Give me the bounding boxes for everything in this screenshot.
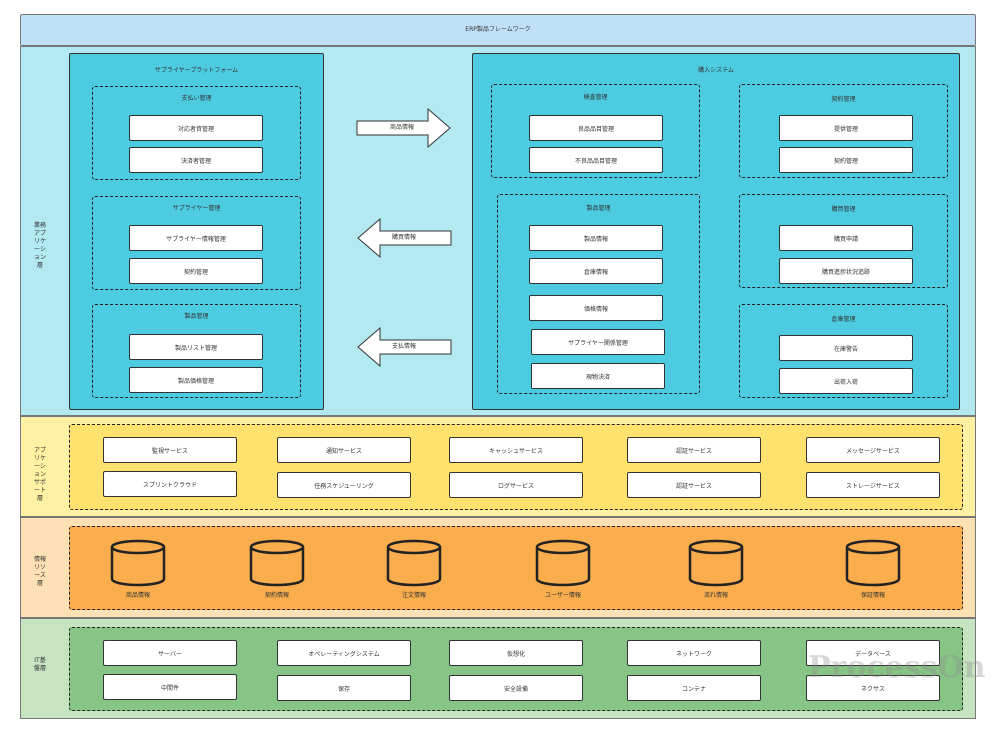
warehouse-item-1[interactable]: 在庫警告 [779, 335, 913, 361]
supplier-mgmt-item-2[interactable]: 契約管理 [129, 258, 263, 284]
support-layer-label: アプリケーションサポート層 [33, 447, 46, 502]
support-service-4a[interactable]: 認証サービス [627, 437, 761, 463]
purchase-product-item-1[interactable]: 製品情報 [529, 225, 663, 251]
contract-item-2[interactable]: 契約管理 [779, 147, 913, 173]
group-warehouse-title: 倉庫管理 [831, 316, 856, 323]
it-item-1b[interactable]: 中間件 [103, 674, 237, 700]
database-icon [688, 539, 744, 587]
arrow-right-icon [356, 108, 451, 148]
group-purchasing [739, 194, 948, 288]
info-resources-container [69, 526, 963, 610]
page-title: ERP製品フレームワーク [465, 26, 531, 33]
it-item-2b[interactable]: 保存 [277, 675, 411, 701]
group-supplier-mgmt [92, 196, 301, 290]
title-bar: ERP製品フレームワーク [20, 14, 976, 46]
support-service-5b[interactable]: ストレージサービス [806, 472, 940, 498]
supplier-platform-title: サプライヤープラットフォーム [154, 67, 239, 74]
purchase-product-item-5[interactable]: 現物決済 [531, 363, 665, 389]
contract-item-1[interactable]: 提供管理 [779, 115, 913, 141]
purchase-product-item-4[interactable]: サプライヤー関係管理 [531, 329, 665, 355]
group-purchase-product [497, 194, 700, 394]
info-resource-label: 契約情報 [264, 592, 289, 599]
group-contract [739, 84, 948, 178]
group-supplier-mgmt-title: サプライヤー管理 [172, 205, 221, 212]
inspection-item-2[interactable]: 不良品品目管理 [529, 147, 663, 173]
support-service-2a[interactable]: 通知サービス [277, 437, 411, 463]
purchasing-item-1[interactable]: 購買申請 [779, 225, 913, 251]
product-mgmt-item-2[interactable]: 製品価格管理 [129, 367, 263, 393]
arrow-left-icon [357, 218, 452, 258]
arrow-label-product-info: 商品情報 [389, 124, 414, 131]
group-purchase-product-title: 製品管理 [586, 205, 611, 212]
it-item-4b[interactable]: コンテナ [627, 675, 761, 701]
it-item-5a[interactable]: データベース [806, 640, 940, 666]
processon-watermark: ProcessOn [808, 650, 986, 685]
support-service-2b[interactable]: 任務スケジューリング [277, 472, 411, 498]
it-item-1a[interactable]: サーバー [103, 640, 237, 666]
group-inspection [491, 84, 700, 178]
it-item-2a[interactable]: オペレーティングシステム [277, 640, 411, 666]
support-service-3b[interactable]: ログサービス [449, 472, 583, 498]
inspection-item-1[interactable]: 良品品目管理 [529, 115, 663, 141]
arrow-left-icon [357, 327, 452, 367]
database-icon [386, 539, 442, 587]
support-service-1b[interactable]: スプリントクラウド [103, 471, 237, 497]
purchase-product-item-3[interactable]: 価格情報 [529, 295, 663, 321]
purchase-product-item-2[interactable]: 倉庫情報 [529, 258, 663, 284]
info-resource-label: 注文情報 [401, 592, 426, 599]
payment-item-1[interactable]: 対応者資管理 [129, 115, 263, 141]
it-item-3a[interactable]: 仮想化 [449, 640, 583, 666]
arrow-label-purchase-info: 購買情報 [391, 234, 416, 241]
info-layer-label: 情報リソース層 [33, 556, 46, 587]
group-inspection-title: 検査管理 [583, 94, 608, 101]
it-item-4a[interactable]: ネットワーク [627, 640, 761, 666]
database-icon [110, 539, 166, 587]
support-service-3a[interactable]: キャッシュサービス [449, 437, 583, 463]
support-service-5a[interactable]: メッセージサービス [806, 437, 940, 463]
group-contract-title: 契約管理 [831, 96, 856, 103]
it-layer-label: IT基盤層 [33, 657, 46, 672]
payment-item-2[interactable]: 決済者管理 [129, 147, 263, 173]
group-payment [92, 86, 301, 180]
support-service-4b[interactable]: 認証サービス [627, 472, 761, 498]
supplier-mgmt-item-1[interactable]: サプライヤー情報管理 [129, 225, 263, 251]
group-product-mgmt [92, 304, 301, 398]
database-icon [249, 539, 305, 587]
it-item-5b[interactable]: ネクサス [806, 675, 940, 701]
database-icon [535, 539, 591, 587]
it-item-3b[interactable]: 安全設備 [449, 675, 583, 701]
database-icon [845, 539, 901, 587]
group-product-mgmt-title: 製品管理 [184, 313, 209, 320]
support-service-1a[interactable]: 監視サービス [103, 437, 237, 463]
warehouse-item-2[interactable]: 出荷入荷 [779, 368, 913, 394]
arrow-label-payment-info: 支払情報 [391, 343, 416, 350]
product-mgmt-item-1[interactable]: 製品リスト管理 [129, 334, 263, 360]
purchasing-item-2[interactable]: 購買進捗状況追跡 [779, 258, 913, 284]
group-warehouse [739, 304, 948, 398]
info-resource-label: 商品情報 [125, 592, 150, 599]
group-purchasing-title: 購買管理 [831, 206, 856, 213]
business-layer-label: 業務アプリケーション層 [33, 222, 46, 269]
info-resource-label: 保証情報 [860, 592, 885, 599]
info-resource-label: ユーザー情報 [545, 592, 581, 599]
info-resource-label: 流れ情報 [703, 592, 728, 599]
group-payment-title: 支払い管理 [181, 95, 212, 102]
purchase-system-title: 購入システム [698, 67, 734, 74]
